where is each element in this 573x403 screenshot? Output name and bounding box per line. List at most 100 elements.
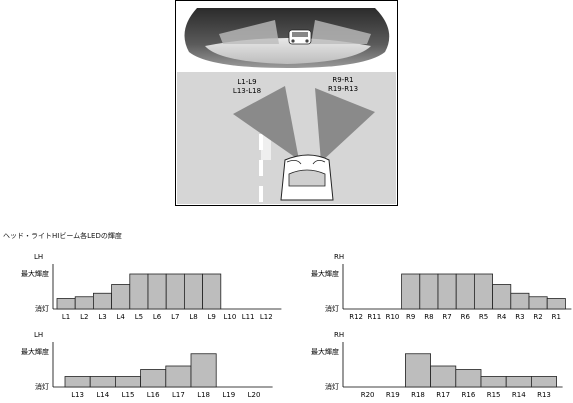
tick-label-r12: R12 (349, 313, 363, 321)
section-title: ヘッド・ライトHIビーム各LEDの輝度 (3, 232, 122, 240)
tick-label-l2: L2 (80, 313, 88, 321)
car-topdown-icon (280, 154, 334, 201)
bar-r16 (455, 369, 482, 388)
bar-r15 (480, 376, 507, 388)
tick-label-r19: R19 (386, 391, 400, 399)
off-label: 消灯 (325, 304, 339, 313)
bar-l1 (56, 298, 76, 310)
tick-label-r6: R6 (461, 313, 471, 321)
tick-label-r9: R9 (406, 313, 415, 321)
max-brightness-label: 最大輝度 (311, 347, 339, 356)
tick-label-l1: L1 (62, 313, 70, 321)
tick-label-l14: L14 (96, 391, 109, 399)
side-label: RH (334, 331, 344, 339)
chart-lh-upper: LH 最大輝度消灯 L1 L2 L3 L4 L5 L6 L7 L8 L9 L10 L11 L12 (0, 250, 282, 325)
tick-label-r18: R18 (411, 391, 425, 399)
bar-r7 (437, 273, 457, 310)
tick-label-l17: L17 (172, 391, 185, 399)
headlight-beam-illustration: L1-L9 L13-L18 R9-R1 R19-R13 (175, 0, 398, 206)
bar-l3 (93, 292, 113, 310)
tick-label-r4: R4 (497, 313, 507, 321)
right-beam-label-line2: R19-R13 (328, 85, 358, 93)
tick-label-l12: L12 (260, 313, 273, 321)
tick-label-l16: L16 (147, 391, 160, 399)
tick-label-l8: L8 (189, 313, 197, 321)
tick-label-l15: L15 (122, 391, 135, 399)
left-beam-far (219, 20, 279, 44)
road-surface (205, 38, 371, 64)
tick-label-r16: R16 (462, 391, 476, 399)
tick-label-l18: L18 (197, 391, 210, 399)
tick-label-l11: L11 (242, 313, 255, 321)
car-front-small-icon (288, 29, 312, 45)
tick-label-r3: R3 (515, 313, 524, 321)
left-beam-label-line1: L1-L9 (237, 78, 256, 86)
max-brightness-label: 最大輝度 (21, 269, 49, 278)
tick-label-r1: R1 (552, 313, 561, 321)
bar-r9 (401, 273, 421, 310)
bar-l7 (165, 273, 185, 310)
bar-l13 (64, 376, 91, 388)
left-beam-sector (233, 86, 299, 160)
bar-r3 (510, 292, 530, 310)
bar-r18 (405, 353, 432, 388)
bar-l17 (165, 365, 192, 388)
tick-label-r8: R8 (424, 313, 433, 321)
side-label: LH (34, 253, 43, 261)
tick-label-r14: R14 (512, 391, 526, 399)
bar-l15 (115, 376, 142, 388)
tick-label-r11: R11 (367, 313, 381, 321)
side-label: RH (334, 253, 344, 261)
bar-l6 (147, 273, 167, 310)
bar-l14 (89, 376, 116, 388)
max-brightness-label: 最大輝度 (21, 347, 49, 356)
tick-label-l5: L5 (135, 313, 143, 321)
bar-r14 (505, 376, 532, 388)
max-brightness-label: 最大輝度 (311, 269, 339, 278)
bar-l8 (183, 273, 203, 310)
bar-l5 (129, 273, 149, 310)
chart-rh-lower: RH 最大輝度消灯 R20 R19 R18 R17 R16 R15 R14 R13 (296, 328, 573, 403)
right-beam-far (311, 20, 371, 44)
tick-label-r17: R17 (436, 391, 450, 399)
bar-l16 (140, 369, 167, 388)
bar-r8 (419, 273, 439, 310)
tick-label-r7: R7 (442, 313, 451, 321)
left-beam-label-line2: L13-L18 (233, 87, 261, 95)
tick-label-l10: L10 (223, 313, 236, 321)
bar-r1 (546, 298, 566, 310)
bar-r17 (430, 365, 457, 388)
off-label: 消灯 (35, 304, 49, 313)
tick-label-r20: R20 (361, 391, 375, 399)
tick-label-l7: L7 (171, 313, 179, 321)
tick-label-r15: R15 (487, 391, 501, 399)
tick-label-r5: R5 (479, 313, 488, 321)
bar-r2 (528, 296, 548, 310)
off-label: 消灯 (35, 382, 49, 391)
tick-label-l3: L3 (98, 313, 106, 321)
tick-label-l6: L6 (153, 313, 162, 321)
bar-l2 (74, 296, 94, 310)
bar-r13 (530, 376, 557, 388)
tick-label-l4: L4 (117, 313, 126, 321)
bar-r6 (455, 273, 475, 310)
off-label: 消灯 (325, 382, 339, 391)
bar-l4 (111, 284, 131, 310)
tick-label-r13: R13 (537, 391, 551, 399)
tick-label-l13: L13 (71, 391, 84, 399)
right-beam-sector (315, 88, 375, 162)
bar-l9 (202, 273, 222, 310)
side-label: LH (34, 331, 43, 339)
tick-label-l20: L20 (248, 391, 261, 399)
bar-r4 (492, 284, 512, 310)
bar-l18 (190, 353, 217, 388)
illustration-svg: L1-L9 L13-L18 R9-R1 R19-R13 (175, 0, 398, 206)
tick-label-r10: R10 (386, 313, 400, 321)
tick-label-l9: L9 (208, 313, 216, 321)
